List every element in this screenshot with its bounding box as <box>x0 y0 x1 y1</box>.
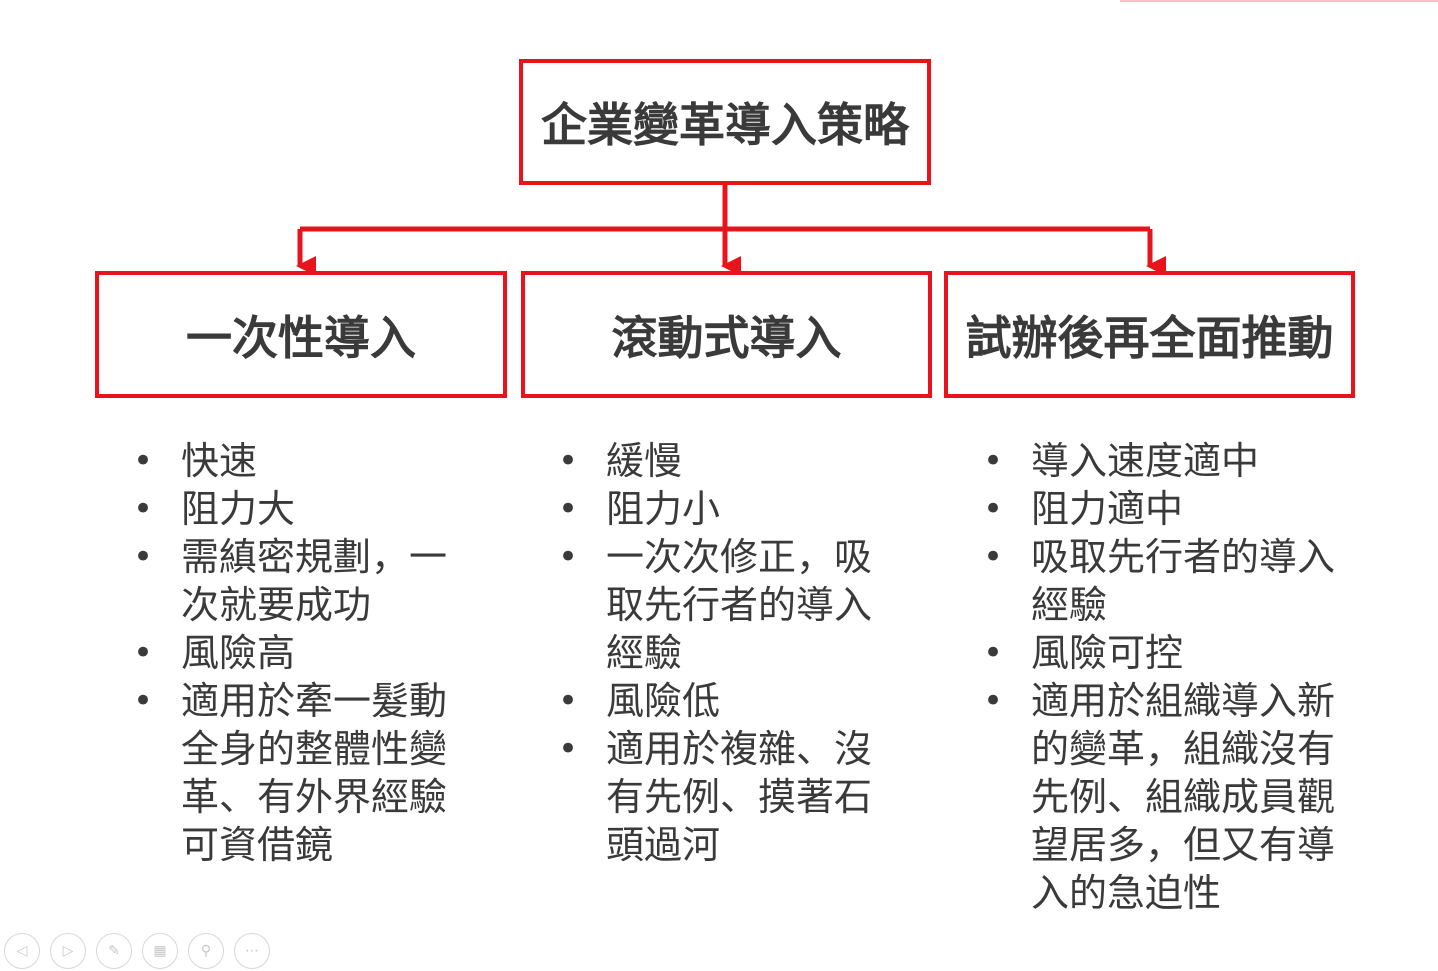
more-icon[interactable]: ⋯ <box>234 933 270 969</box>
list-item: 阻力小 <box>558 485 896 533</box>
list-item: 快速 <box>133 437 471 485</box>
list-item: 風險低 <box>558 677 896 725</box>
slides-icon[interactable]: ▦ <box>142 933 178 969</box>
slideshow-nav: ◁ ▷ ✎ ▦ ⚲ ⋯ <box>4 933 270 969</box>
bullet-list-2: 緩慢 阻力小 一次次修正，吸取先行者的導入經驗 風險低 適用於複雜、沒有先例、摸… <box>558 437 896 869</box>
list-item: 需縝密規劃，一次就要成功 <box>133 533 471 629</box>
bullet-list-3: 導入速度適中 阻力適中 吸取先行者的導入經驗 風險可控 適用於組織導入新的變革，… <box>983 437 1361 917</box>
list-item: 一次次修正，吸取先行者的導入經驗 <box>558 533 896 677</box>
list-item: 適用於牽一髮動全身的整體性變革、有外界經驗可資借鏡 <box>133 677 471 869</box>
zoom-icon[interactable]: ⚲ <box>188 933 224 969</box>
root-node: 企業變革導入策略 <box>519 59 931 185</box>
list-item: 適用於組織導入新的變革，組織沒有先例、組織成員觀望居多，但又有導入的急迫性 <box>983 677 1361 917</box>
list-item: 阻力大 <box>133 485 471 533</box>
next-icon[interactable]: ▷ <box>50 933 86 969</box>
top-accent-line <box>1120 0 1438 2</box>
branch-node-3: 試辦後再全面推動 <box>944 271 1355 398</box>
list-item: 吸取先行者的導入經驗 <box>983 533 1361 629</box>
bullet-list-1: 快速 阻力大 需縝密規劃，一次就要成功 風險高 適用於牽一髮動全身的整體性變革、… <box>133 437 471 869</box>
list-item: 風險可控 <box>983 629 1361 677</box>
list-item: 適用於複雜、沒有先例、摸著石頭過河 <box>558 725 896 869</box>
branch-node-1: 一次性導入 <box>95 271 507 398</box>
list-item: 導入速度適中 <box>983 437 1361 485</box>
list-item: 緩慢 <box>558 437 896 485</box>
list-item: 阻力適中 <box>983 485 1361 533</box>
branch-node-2: 滾動式導入 <box>521 271 932 398</box>
prev-icon[interactable]: ◁ <box>4 933 40 969</box>
list-item: 風險高 <box>133 629 471 677</box>
pen-icon[interactable]: ✎ <box>96 933 132 969</box>
